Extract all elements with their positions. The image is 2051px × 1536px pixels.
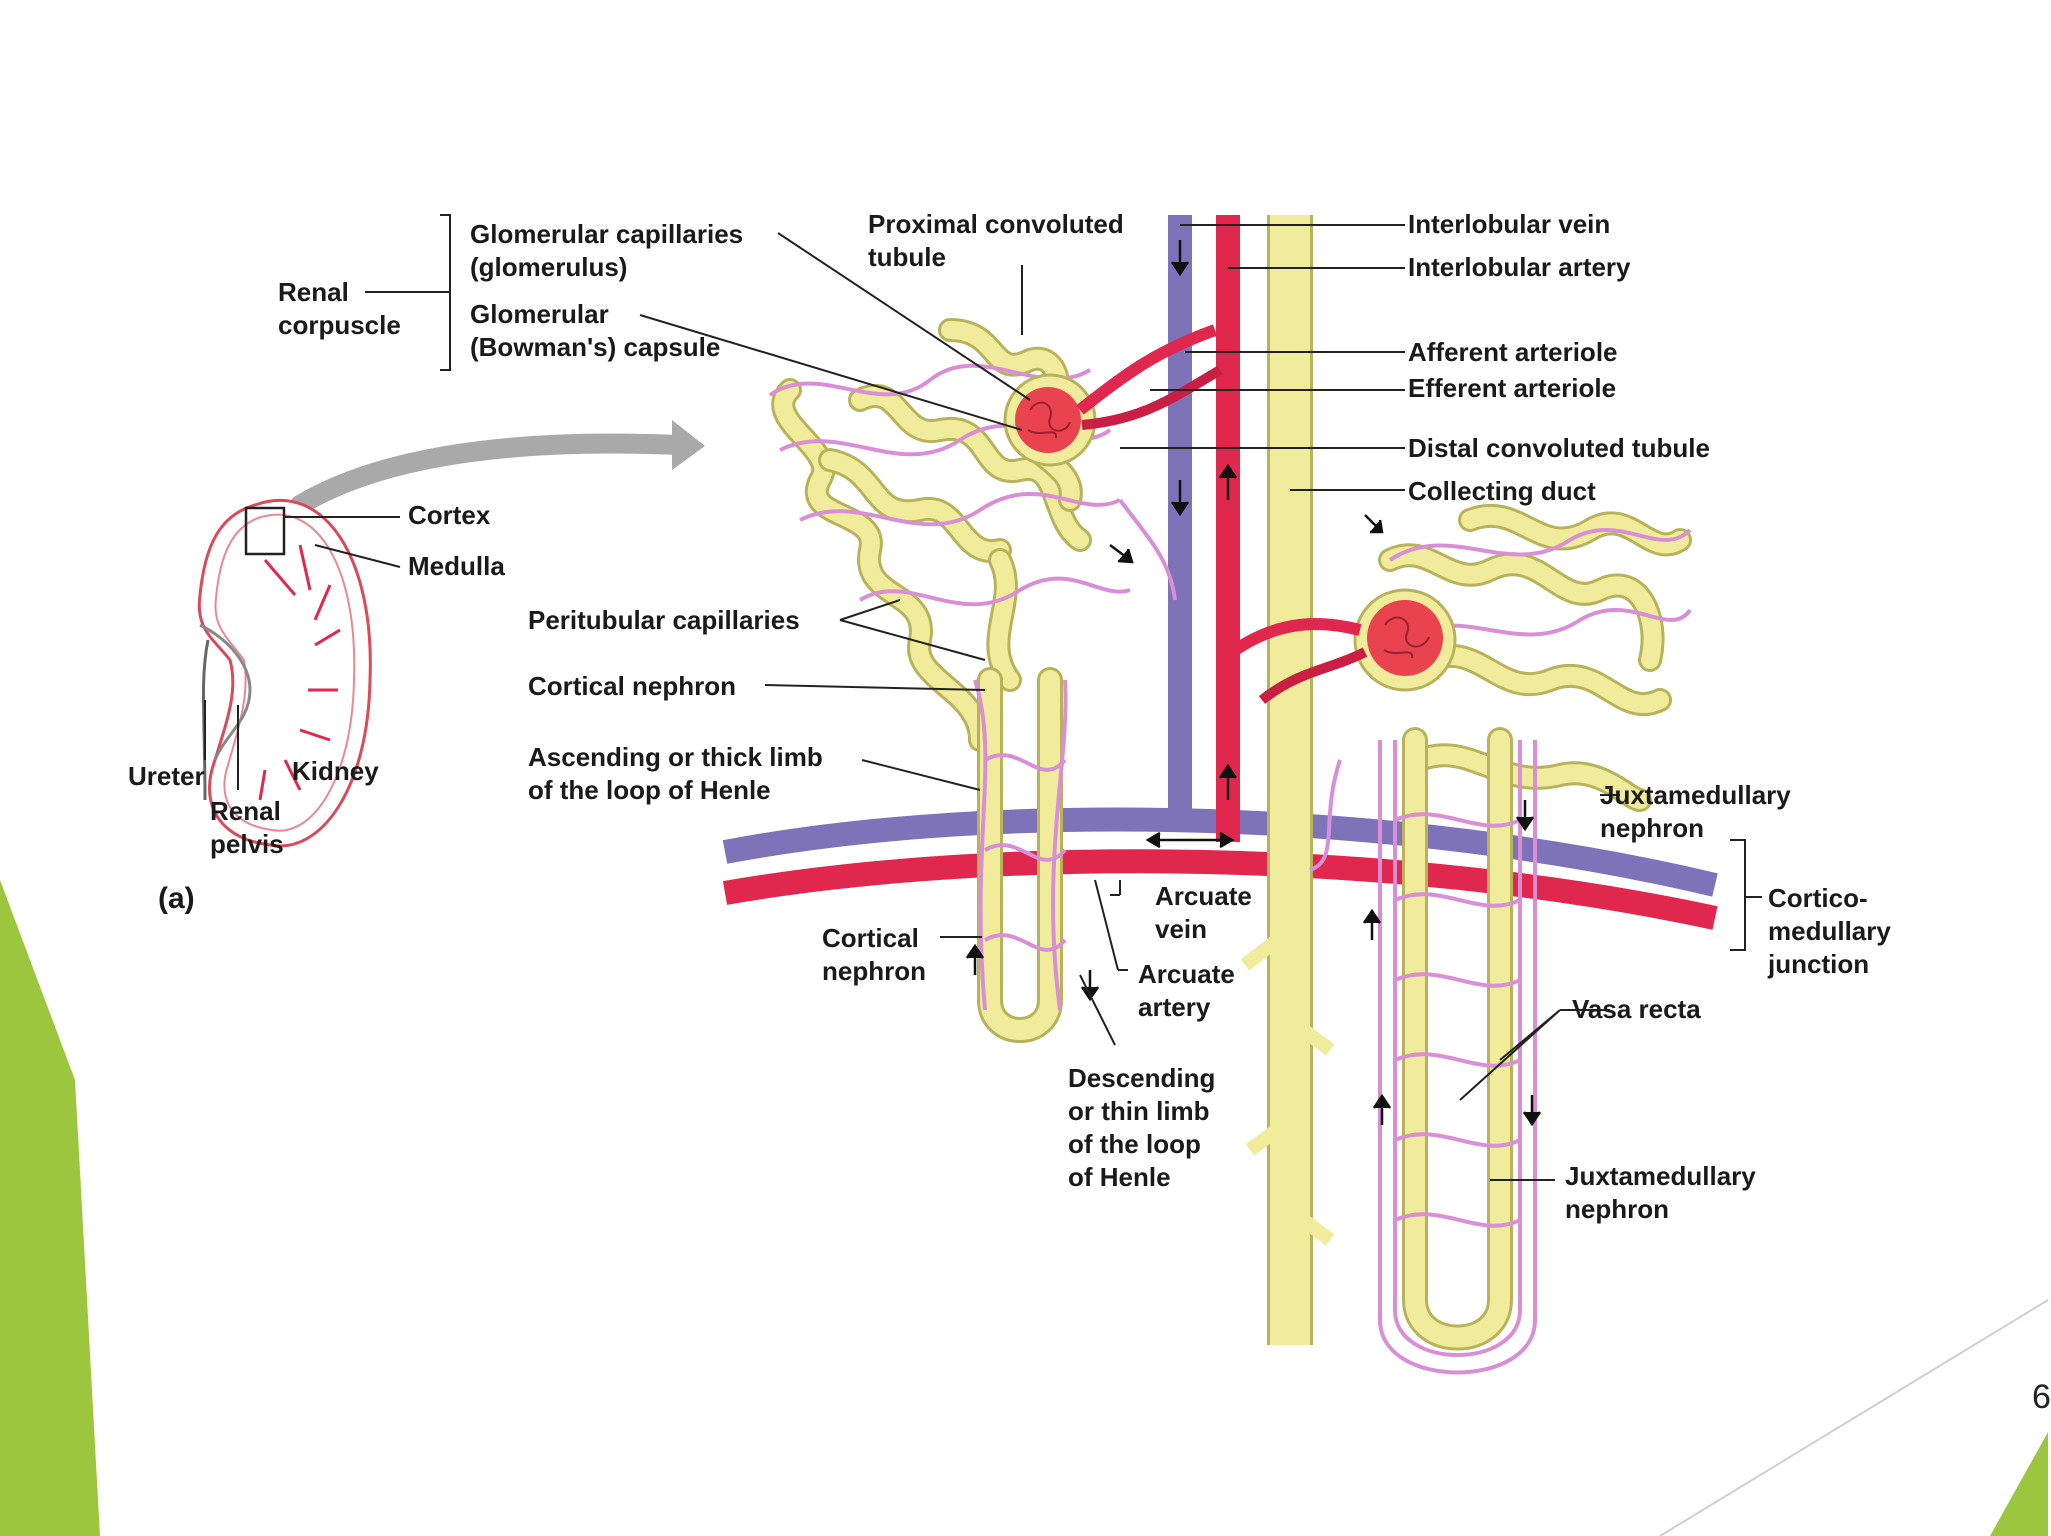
- label-cortical-nephron-upper: Cortical nephron: [528, 671, 737, 701]
- duct-branches: [1240, 924, 1335, 1246]
- page-number: 6: [2032, 1378, 2051, 1416]
- label-juxtamedullary-lower: Juxtamedullary nephron: [1565, 1161, 1756, 1224]
- glomerulus-juxtamedullary: [1231, 588, 1457, 704]
- vasa-recta-net: [1309, 528, 1692, 1375]
- label-cortex: Cortex: [408, 500, 491, 530]
- label-distal-tubule: Distal convoluted tubule: [1408, 433, 1710, 463]
- leader-lines: [365, 214, 1762, 1181]
- juxtamedullary-nephron-mass: [1378, 503, 1692, 1351]
- label-interlobular-artery: Interlobular artery: [1408, 252, 1631, 282]
- cortical-nephron-mass: [771, 318, 1092, 1043]
- zoom-arrow: [290, 433, 690, 515]
- medulla-pyramids: [258, 544, 341, 801]
- panel-label: (a): [158, 882, 195, 915]
- label-kidney: Kidney: [292, 756, 379, 786]
- label-peritubular-capillaries: Peritubular capillaries: [528, 605, 800, 635]
- zoom-arrowhead: [672, 420, 705, 470]
- label-interlobular-vein: Interlobular vein: [1408, 209, 1611, 239]
- green-accent-corner: [1990, 1432, 2048, 1536]
- label-glomerular-capsule: Glomerular (Bowman's) capsule: [470, 299, 721, 362]
- label-glomerular-capillaries: Glomerular capillaries (glomerulus): [470, 219, 744, 282]
- label-medulla: Medulla: [408, 551, 505, 581]
- afferent-arteriole-vessel: [1076, 324, 1218, 415]
- green-accent-left: [0, 880, 100, 1536]
- label-vasa-recta: Vasa recta: [1572, 994, 1701, 1024]
- label-proximal-tubule: Proximal convoluted tubule: [868, 209, 1124, 272]
- arcuate-artery-vessel: [722, 849, 1718, 930]
- label-afferent-arteriole: Afferent arteriole: [1408, 337, 1618, 367]
- kidney-inset: [197, 498, 401, 848]
- label-ascending-limb: Ascending or thick limb of the loop of H…: [528, 742, 823, 805]
- efferent-arteriole-vessel: [1081, 365, 1223, 430]
- label-descending-limb: Descending or thin limb of the loop of H…: [1068, 1063, 1216, 1192]
- kidney-outline: [197, 498, 372, 848]
- flow-arrows: [965, 240, 1542, 1127]
- kidney-zoom-box: [244, 506, 286, 556]
- label-efferent-arteriole: Efferent arteriole: [1408, 373, 1617, 403]
- ureter: [201, 639, 210, 801]
- label-arcuate-artery: Arcuate artery: [1138, 959, 1235, 1022]
- kidney-inner: [214, 513, 356, 832]
- label-ureter: Ureter: [128, 761, 205, 791]
- label-corticomedullary-junction: Cortico- medullary junction: [1768, 883, 1891, 979]
- label-arcuate-vein: Arcuate vein: [1155, 881, 1252, 944]
- corner-line: [1659, 1299, 2049, 1536]
- arcuate-vein-vessel: [722, 807, 1718, 897]
- label-collecting-duct: Collecting duct: [1408, 476, 1596, 506]
- label-juxtamedullary-upper: Juxtamedullary nephron: [1600, 780, 1791, 843]
- renal-pelvis: [199, 623, 252, 761]
- label-renal-corpuscle: Renal corpuscle: [278, 277, 401, 340]
- label-cortical-nephron-lower: Cortical nephron: [822, 923, 926, 986]
- label-renal-pelvis: Renal pelvis: [210, 796, 284, 859]
